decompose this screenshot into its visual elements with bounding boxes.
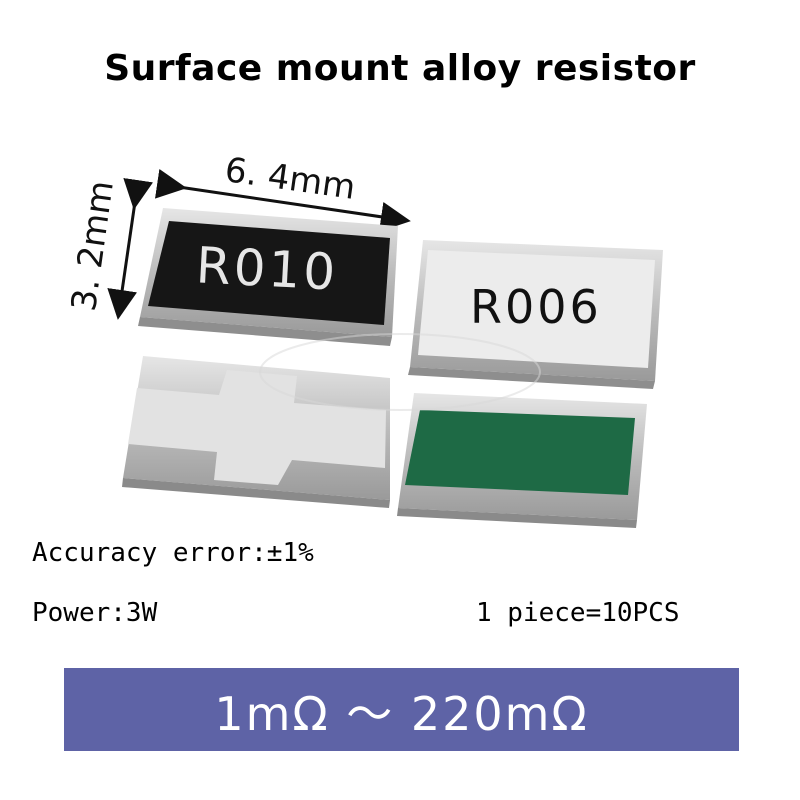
pieces-spec: 1 piece=10PCS (476, 598, 680, 628)
resistance-range-text: 1mΩ ～ 220mΩ (214, 687, 589, 741)
product-title: Surface mount alloy resistor (104, 48, 696, 89)
resistance-range-band: 1mΩ ～ 220mΩ (64, 668, 739, 751)
watermark-ellipse (259, 333, 541, 411)
green-resistor (397, 393, 647, 528)
black-resistor-marking: R010 (194, 236, 340, 302)
power-spec: Power:3W (32, 598, 158, 628)
white-resistor-marking: R006 (470, 280, 602, 334)
backside-resistor (122, 356, 390, 508)
accuracy-spec: Accuracy error:±1% (32, 538, 314, 568)
height-dimension-arrow (107, 177, 154, 320)
white-resistor (408, 240, 663, 389)
black-resistor (138, 208, 398, 346)
width-dimension-arrow (154, 168, 411, 232)
